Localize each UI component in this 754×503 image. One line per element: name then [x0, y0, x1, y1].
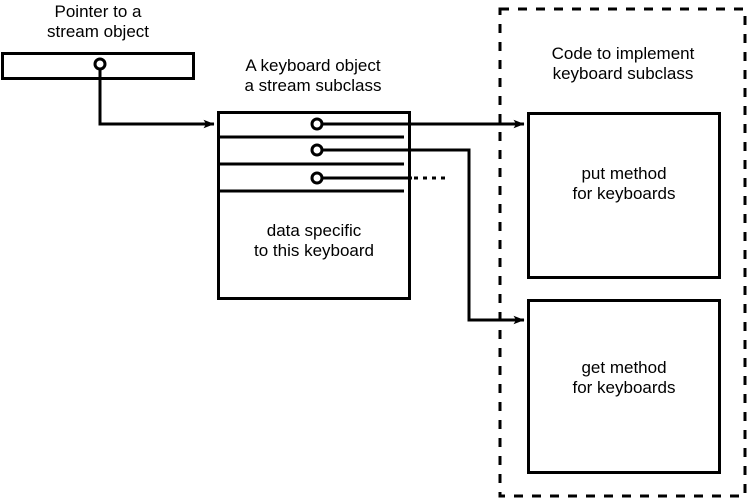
get-method-label: get method for keyboards	[572, 358, 676, 397]
get-method-box	[527, 299, 721, 474]
put-method-label: put method for keyboards	[572, 164, 676, 203]
put-slot-circle	[310, 117, 324, 131]
connector-slot2-to-get-method	[317, 148, 525, 325]
keyboard-object-box	[217, 111, 411, 300]
keyboard-object-label: A keyboard object a stream subclass	[244, 56, 382, 95]
code-region-dashed-box	[498, 7, 747, 498]
more-slot-circle	[310, 171, 324, 185]
connector-pointer-to-keyboard	[98, 64, 215, 129]
code-region-label: Code to implement keyboard subclass	[551, 44, 695, 83]
pointer-box-circle	[93, 57, 107, 71]
pointer-box-label: Pointer to a stream object	[46, 2, 150, 41]
put-method-box	[527, 112, 721, 279]
get-slot-circle	[310, 143, 324, 157]
data-specific-label: data specific to this keyboard	[253, 221, 374, 260]
